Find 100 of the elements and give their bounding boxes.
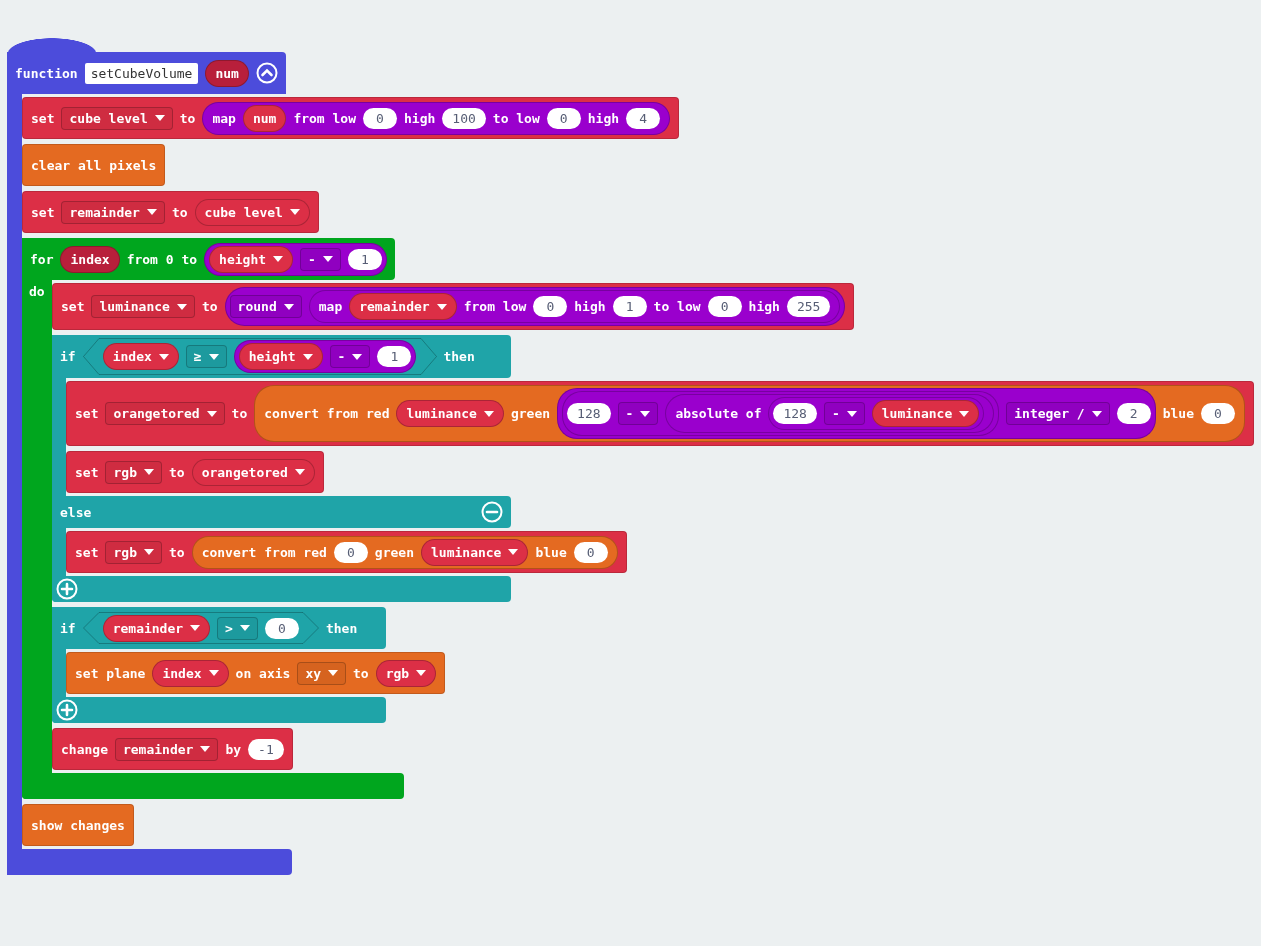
- block-label: set: [61, 299, 85, 314]
- block-label: if: [60, 349, 76, 364]
- block-label: map: [318, 299, 343, 314]
- statement-block: [66, 451, 324, 493]
- dropdown-field: [114, 737, 219, 761]
- reporter-block: [224, 287, 846, 326]
- number-field: 1: [377, 346, 412, 367]
- number-field: 1: [347, 248, 382, 270]
- statement-block: [22, 191, 319, 233]
- dropdown-value: rgb: [113, 544, 137, 560]
- reporter-block: [204, 242, 387, 276]
- variable-name: index: [112, 349, 152, 364]
- variable-name: remainder: [112, 620, 184, 636]
- block-label: set: [75, 544, 99, 560]
- block-label: map: [212, 110, 236, 126]
- reporter-block: [308, 290, 841, 323]
- number-field: 128: [773, 403, 817, 424]
- name-field: setCubeVolume: [84, 62, 199, 84]
- block-label: set: [31, 204, 55, 220]
- block-label: blue: [1162, 406, 1194, 421]
- variable-name: luminance: [406, 406, 477, 421]
- reporter-block: [254, 385, 1245, 442]
- dropdown-value: -: [337, 349, 346, 364]
- variable-pill: [102, 343, 179, 370]
- block-label: if: [60, 620, 76, 636]
- block-label: to: [168, 544, 185, 560]
- dropdown-value: integer /: [1014, 406, 1085, 421]
- block-label: for: [30, 251, 54, 267]
- block-label: to: [171, 204, 188, 220]
- block-label: blue: [535, 544, 567, 560]
- variable-pill: [238, 343, 323, 370]
- block-label: change: [61, 741, 108, 757]
- block-label: then: [443, 349, 475, 364]
- block-label: to low: [492, 110, 540, 126]
- number-field: 0: [533, 296, 568, 317]
- statement-block: [66, 652, 446, 694]
- variable-pill: [209, 245, 294, 273]
- statement-block: [22, 144, 166, 186]
- block-label: to low: [653, 299, 701, 314]
- number-field: 100: [442, 107, 486, 129]
- statement-block: [52, 283, 855, 330]
- reporter-block: [768, 397, 985, 430]
- block-label: high: [748, 299, 780, 314]
- variable-name: luminance: [431, 544, 502, 560]
- number-field: 1: [612, 296, 647, 317]
- dropdown-value: ≥: [193, 349, 202, 364]
- reporter-block: [665, 394, 995, 433]
- condition-block: [52, 607, 446, 723]
- dropdown-value: -: [625, 406, 634, 421]
- block-label: do: [29, 284, 45, 299]
- dropdown-value: luminance: [99, 299, 170, 314]
- block-label: by: [225, 741, 242, 757]
- dropdown-field: [61, 106, 173, 130]
- dropdown-value: >: [225, 620, 233, 636]
- variable-pill: [396, 400, 504, 427]
- dropdown-value: -: [308, 251, 316, 267]
- statement-block: [66, 381, 1254, 446]
- dropdown-field: [105, 460, 162, 484]
- block-label: else: [60, 504, 92, 520]
- number-field: 0: [573, 541, 608, 563]
- dropdown-value: remainder: [69, 204, 140, 220]
- block-label: high: [404, 110, 436, 126]
- block-label: high: [587, 110, 620, 126]
- number-field: 128: [567, 403, 611, 424]
- block-label: to: [201, 299, 218, 314]
- block-label: high: [574, 299, 606, 314]
- dropdown-field: [300, 247, 341, 271]
- variable-name: remainder: [359, 299, 430, 314]
- variable-pill: [242, 104, 287, 132]
- block-label: absolute of: [675, 406, 762, 421]
- reporter-block: [233, 340, 417, 373]
- variable-name: num: [215, 65, 239, 81]
- reporter-block: [191, 535, 618, 569]
- condition-slot: [82, 338, 437, 375]
- dropdown-value: round: [237, 299, 277, 314]
- block-label: clear all pixels: [31, 157, 157, 173]
- reporter-block: [202, 101, 671, 135]
- block-label: to: [353, 665, 369, 681]
- number-field: 0: [546, 107, 581, 129]
- block-label: set: [75, 464, 99, 480]
- variable-pill: [871, 400, 980, 427]
- variable-pill: [194, 198, 310, 226]
- variable-name: height: [248, 349, 296, 364]
- variable-name: num: [252, 110, 277, 126]
- condition-slot: [82, 612, 319, 644]
- variable-pill: [191, 458, 315, 486]
- block-label: set: [75, 406, 99, 421]
- dropdown-value: cube level: [69, 110, 148, 126]
- dropdown-field: [1006, 402, 1110, 425]
- variable-pill: [375, 659, 437, 687]
- variable-pill: [205, 59, 249, 87]
- dropdown-field: [823, 402, 865, 425]
- variable-pill: [152, 659, 229, 687]
- number-field: -1: [248, 738, 284, 760]
- dropdown-field: [185, 345, 227, 368]
- block-label: convert from red: [201, 544, 327, 560]
- dropdown-field: [217, 616, 258, 640]
- variable-name: index: [70, 251, 110, 267]
- reporter-block: [557, 388, 1156, 439]
- number-field: 0: [363, 107, 397, 129]
